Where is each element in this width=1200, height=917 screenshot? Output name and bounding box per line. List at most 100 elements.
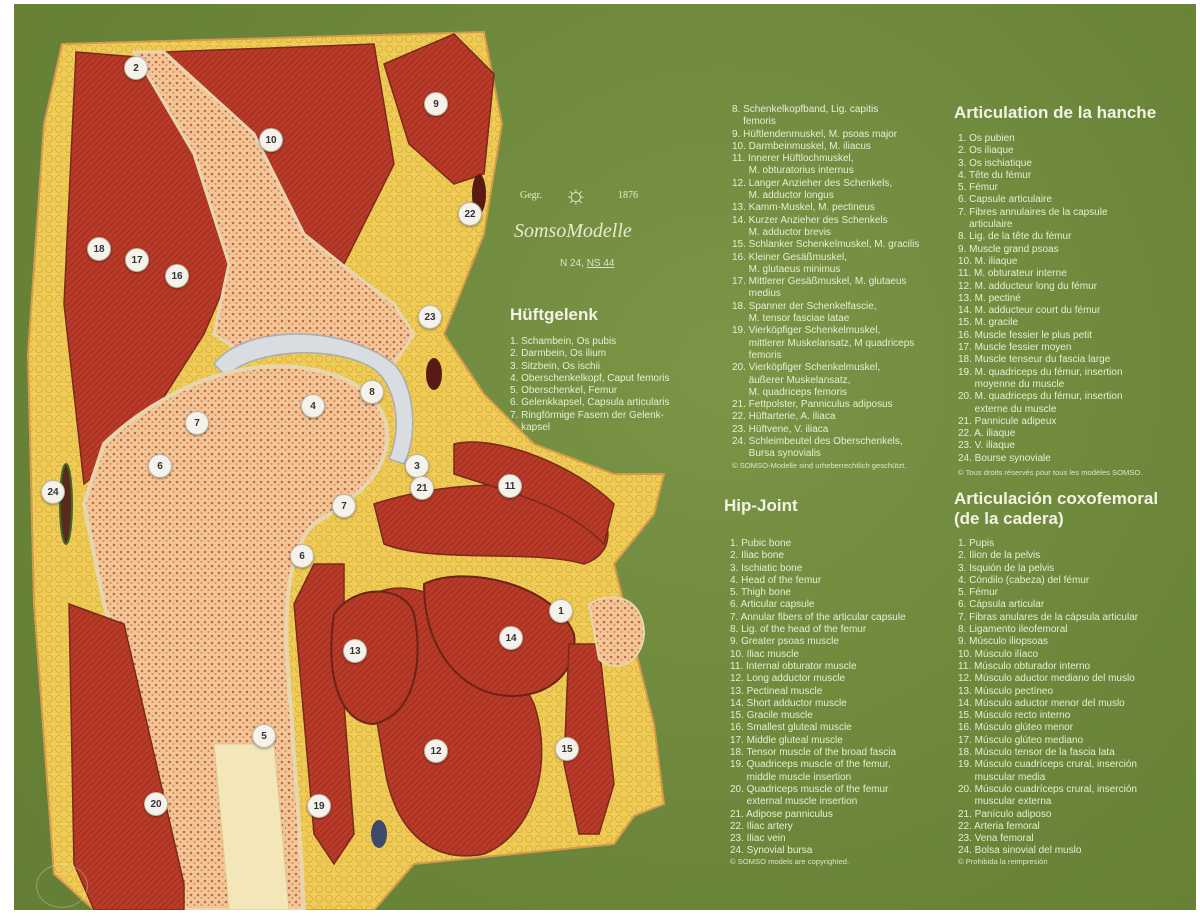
marker-3: 3 (405, 454, 429, 478)
iliac-bone (131, 50, 416, 366)
legend-item: 2. Iliac bone (730, 550, 784, 562)
legend-item: 23. Vena femoral (958, 833, 1034, 845)
legend-item: M. tensor fasciae latae (732, 313, 850, 325)
legend-item: 16. Kleiner Gesäßmuskel, (732, 251, 848, 263)
legend-item: 3. Isquión de la pelvis (958, 562, 1055, 574)
legend-item: 12. Músculo aductor mediano del muslo (958, 673, 1135, 685)
french-copyright: © Tous droits réservés pour tous les mod… (958, 468, 1143, 477)
legend-item: 15. M. gracile (958, 317, 1019, 329)
legend-item: 22. A. iliaque (958, 428, 1016, 440)
marker-7: 7 (185, 411, 209, 435)
legend-item: 3. Ischiatic bone (730, 562, 803, 574)
legend-item: 4. Oberschenkelkopf, Caput femoris (510, 372, 670, 384)
marker-8: 8 (360, 380, 384, 404)
english-title: Hip-Joint (724, 496, 798, 515)
model-no: N 24, (560, 258, 584, 269)
logo-year: 1876 (618, 190, 638, 201)
legend-item: 4. Tête du fémur (958, 169, 1032, 181)
legend-item: 3. Os ischiatique (958, 157, 1032, 169)
legend-item: 14. M. adducteur court du fémur (958, 305, 1101, 317)
legend-item: 18. Tensor muscle of the broad fascia (730, 747, 897, 759)
legend-item: 24. Bourse synoviale (958, 452, 1051, 464)
legend-item: femoris (732, 116, 776, 128)
pectineus (330, 590, 419, 726)
legend-item: 13. Músculo pectíneo (958, 685, 1054, 697)
marker-6b: 6 (290, 544, 314, 568)
legend-item: 6. Capsule articulaire (958, 194, 1052, 206)
marker-19: 19 (307, 794, 331, 818)
spanish-title: Articulación coxofemoral (954, 489, 1159, 508)
legend-item: 12. Long adductor muscle (730, 673, 846, 685)
legend-item: 24. Bolsa sinovial del muslo (958, 845, 1082, 857)
legend-item: 17. Middle gluteal muscle (730, 734, 843, 746)
legend-item: 16. Músculo glúteo menor (958, 722, 1074, 734)
legend-item: 20. Músculo cuadríceps crural, inserción (958, 783, 1137, 795)
legend-item: 9. Músculo iliopsoas (958, 636, 1049, 648)
sun-icon: ☼ (564, 180, 588, 209)
legend-item: 1. Pubic bone (730, 538, 792, 549)
legend-item: 5. Oberschenkel, Femur (510, 385, 618, 397)
legend-item: 1. Os pubien (958, 133, 1015, 144)
legend-item: 2. Darmbein, Os ilium (510, 348, 607, 360)
model-number: N 24, NS 44 (560, 258, 614, 269)
legend-item: 10. Darmbeinmuskel, M. iliacus (732, 140, 871, 152)
legend-item: muscular media (958, 771, 1046, 783)
legend-item: 12. Langer Anzieher des Schenkels, (732, 177, 893, 189)
legend-item: 20. Quadriceps muscle of the femur (730, 783, 889, 795)
legend-item: 9. Hüftlendenmuskel, M. psoas major (732, 128, 898, 140)
legend-item: 5. Fémur (958, 587, 999, 599)
legend-item: 12. M. adducteur long du fémur (958, 280, 1097, 292)
legend-item: 7. Fibres annulaires de la capsule (958, 206, 1108, 218)
marker-20: 20 (144, 792, 168, 816)
marker-22: 22 (458, 202, 482, 226)
legend-item: 5. Fémur (958, 182, 999, 194)
legend-item: 19. Músculo cuadríceps crural, inserción (958, 759, 1137, 771)
legend-item: 22. Iliac artery (730, 820, 793, 832)
legend-item: 24. Synovial bursa (730, 845, 813, 857)
legend-item: 13. Pectineal muscle (730, 685, 823, 697)
legend-item: 22. Hüftarterie, A. iliaca (732, 411, 836, 423)
legend-item: 14. Kurzer Anzieher des Schenkels (732, 214, 888, 226)
bursa (59, 463, 73, 545)
legend-item: 23. V. iliaque (958, 440, 1015, 452)
legend-item: 18. Músculo tensor de la fascia lata (958, 747, 1115, 759)
legend-item: 16. Muscle fessier le plus petit (958, 329, 1092, 341)
legend-item: 21. Fettpolster, Panniculus adiposus (732, 399, 893, 411)
legend-item: 17. Muscle fessier moyen (958, 342, 1072, 354)
legend-item: 6. Cápsula articular (958, 599, 1045, 611)
somso-logo: Gegr. ☼ 1876 SomsoModelle (510, 180, 660, 260)
marker-24: 24 (41, 480, 65, 504)
legend-item: 17. Mittlerer Gesäßmuskel, M. glutaeus (732, 276, 907, 288)
legend-item: muscular externa (958, 796, 1052, 808)
legend-item: M. quadriceps femoris (732, 386, 848, 398)
marker-11: 11 (498, 474, 522, 498)
marker-23: 23 (418, 305, 442, 329)
german-list-2: 8. Schenkelkopfband, Lig. capitis femori… (732, 104, 919, 461)
spanish-title-2: (de la cadera) (954, 509, 1064, 528)
legend-item: 8. Lig. de la tête du fémur (958, 231, 1072, 243)
legend-item: 8. Ligamento ileofemoral (958, 624, 1068, 636)
quadriceps-lateral (68, 602, 185, 910)
marker-1: 1 (549, 599, 573, 623)
legend-item: 9. Greater psoas muscle (730, 636, 839, 648)
legend-item: 17. Músculo glúteo mediano (958, 734, 1084, 746)
legend-item: 18. Muscle tenseur du fascia large (958, 354, 1111, 366)
legend-item: 11. Músculo obturador interno (958, 660, 1091, 672)
spanish-copyright: © Prohibida la reimpresión (958, 857, 1048, 866)
legend-item: moyenne du muscle (958, 378, 1065, 390)
legend-item: äußerer Muskelansatz, (732, 374, 851, 386)
legend-item: 5. Thigh bone (730, 587, 791, 599)
legend-item: 22. Arteria femoral (958, 820, 1040, 832)
hip-joint-section (26, 30, 666, 910)
legend-item: 4. Cóndilo (cabeza) del fémur (958, 574, 1090, 586)
legend-item: M. glutaeus minimus (732, 263, 841, 275)
legend-item: 11. M. obturateur interne (958, 268, 1067, 280)
legend-item: 4. Head of the femur (730, 574, 822, 586)
legend-item: 19. Quadriceps muscle of the femur, (730, 759, 891, 771)
legend-item: M. adductor longus (732, 190, 834, 202)
english-copyright: © SOMSO models are copyrighted. (730, 857, 850, 866)
